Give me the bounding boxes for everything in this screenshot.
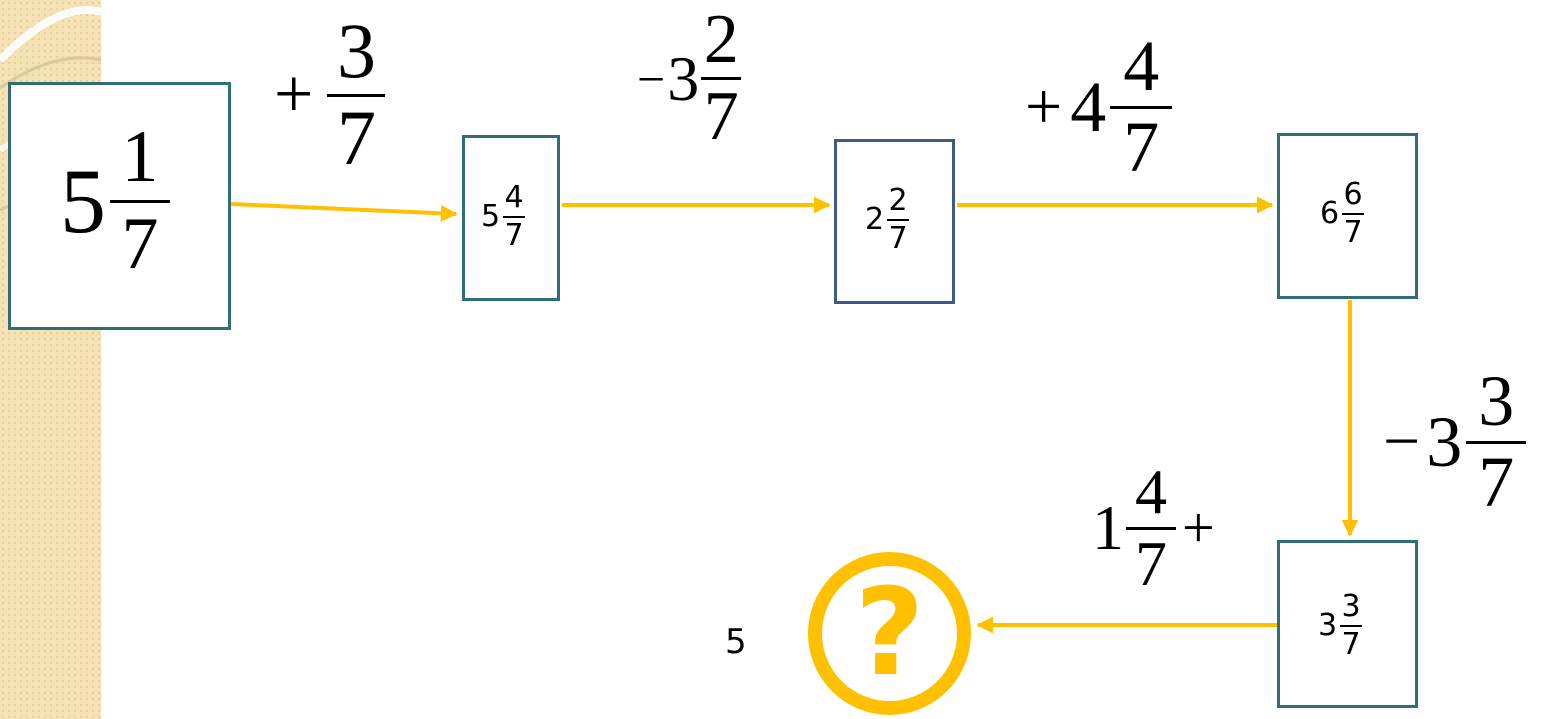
operation-2-sign: − xyxy=(637,50,666,107)
operation-3-sign: + xyxy=(1025,69,1063,143)
operation-2-numerator: 2 xyxy=(703,1,739,78)
start-value-box xyxy=(8,82,231,330)
operation-4-fraction: 3 7 xyxy=(1466,361,1527,522)
operation-1: + 3 7 xyxy=(274,7,386,181)
question-mark-icon: ? xyxy=(808,552,971,715)
operation-5-fraction: 4 7 xyxy=(1126,460,1176,596)
operation-3-whole: 4 xyxy=(1070,66,1107,147)
operation-1-denominator: 7 xyxy=(336,94,376,181)
operation-4-whole: 3 xyxy=(1426,401,1463,482)
partial-answer: 5 xyxy=(725,622,747,662)
operation-5-whole: 1 xyxy=(1092,492,1124,563)
operation-1-fraction: 3 7 xyxy=(327,7,386,181)
operation-3-denominator: 7 xyxy=(1123,107,1160,187)
step-1-fraction: 4 7 xyxy=(503,180,526,253)
operation-2-fraction: 2 7 xyxy=(701,1,742,155)
operation-3: + 4 4 7 xyxy=(1025,26,1173,187)
step-4-whole: 3 xyxy=(1318,608,1338,643)
operation-1-sign: + xyxy=(274,55,314,133)
step-4-denominator: 7 xyxy=(1341,627,1361,662)
operation-5-numerator: 4 xyxy=(1135,456,1167,527)
start-numerator: 1 xyxy=(121,116,159,198)
start-fraction: 1 7 xyxy=(110,120,170,281)
operation-4-numerator: 3 xyxy=(1478,361,1515,441)
operation-5-denominator: 7 xyxy=(1135,528,1167,599)
step-2-fraction: 2 7 xyxy=(887,183,910,256)
step-value-4: 3 3 7 xyxy=(1318,589,1363,662)
step-box-2 xyxy=(834,139,955,304)
step-box-3 xyxy=(1277,133,1418,299)
step-value-1: 5 4 7 xyxy=(481,180,526,253)
step-2-numerator: 2 xyxy=(888,183,908,218)
step-box-4 xyxy=(1277,540,1418,708)
operation-5-sign: + xyxy=(1182,495,1215,560)
operation-1-numerator: 3 xyxy=(336,7,376,94)
operation-4: − 3 3 7 xyxy=(1383,361,1527,522)
operation-3-numerator: 4 xyxy=(1123,26,1160,106)
step-value-2: 2 2 7 xyxy=(865,183,910,256)
step-2-whole: 2 xyxy=(865,202,885,237)
operation-3-fraction: 4 7 xyxy=(1110,26,1173,187)
step-3-denominator: 7 xyxy=(1343,215,1363,250)
step-value-3: 6 6 7 xyxy=(1320,177,1365,250)
arrow-1 xyxy=(230,202,458,222)
start-value: 5 1 7 xyxy=(60,120,170,281)
operation-2-denominator: 7 xyxy=(703,78,739,155)
step-box-1 xyxy=(462,135,560,301)
step-4-fraction: 3 7 xyxy=(1340,589,1363,662)
step-2-denominator: 7 xyxy=(888,221,908,256)
operation-4-denominator: 7 xyxy=(1478,442,1515,522)
operation-4-sign: − xyxy=(1383,404,1421,478)
step-1-whole: 5 xyxy=(481,199,501,234)
operation-5: 1 4 7 + xyxy=(1092,460,1215,596)
step-1-numerator: 4 xyxy=(504,180,524,215)
operation-2-whole: 3 xyxy=(667,42,700,114)
operation-2: − 3 2 7 xyxy=(637,1,742,155)
step-3-whole: 6 xyxy=(1320,196,1340,231)
step-3-numerator: 6 xyxy=(1343,177,1363,212)
step-1-denominator: 7 xyxy=(504,218,524,253)
start-denominator: 7 xyxy=(121,203,159,285)
question-symbol: ? xyxy=(854,564,925,703)
step-4-numerator: 3 xyxy=(1341,589,1361,624)
start-whole: 5 xyxy=(60,149,106,252)
step-3-fraction: 6 7 xyxy=(1342,177,1365,250)
